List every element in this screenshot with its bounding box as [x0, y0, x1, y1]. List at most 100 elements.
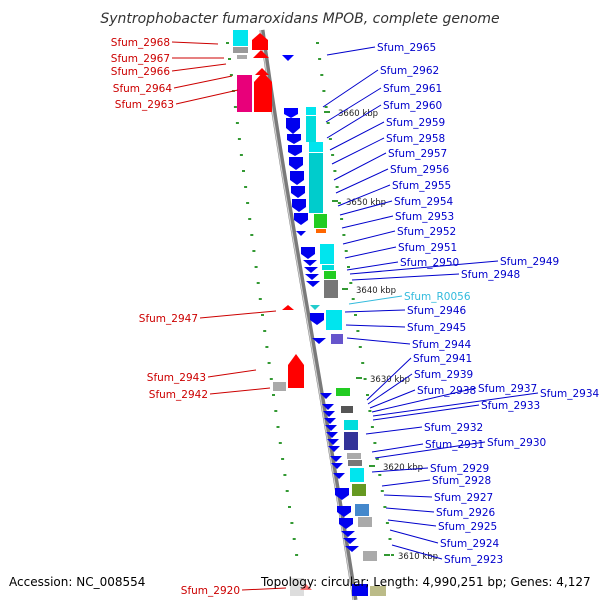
ring-tick — [351, 298, 355, 300]
gene-label: Sfum_2961 — [383, 83, 442, 95]
gene-label: Sfum_2920 — [181, 585, 240, 597]
gene-arrow — [323, 411, 335, 417]
gene-arrow — [326, 432, 338, 438]
gene-block — [336, 388, 350, 396]
gene-block — [233, 47, 248, 53]
ring-tick — [320, 74, 324, 76]
gene-arrow — [327, 439, 339, 445]
ring-tick — [252, 250, 256, 252]
gene-label: Sfum_2945 — [407, 322, 466, 334]
gene-arrow — [304, 267, 318, 273]
gene-arrow — [288, 354, 304, 388]
ring-tick — [228, 58, 231, 60]
gene-arrow — [343, 538, 357, 544]
gene-arrow — [325, 425, 337, 431]
gene-block — [370, 586, 386, 596]
ring-tick — [233, 106, 237, 108]
gene-label: Sfum_2954 — [394, 196, 454, 208]
kbp-tick — [342, 288, 348, 290]
label-callout-line — [329, 121, 385, 151]
gene-arrow — [253, 50, 269, 58]
gene-label: Sfum_2953 — [395, 211, 454, 223]
gene-label: Sfum_2948 — [461, 269, 520, 281]
gene-label: Sfum_2952 — [397, 226, 456, 238]
gene-arrow — [286, 118, 300, 134]
kbp-tick — [369, 465, 375, 467]
ring-tick — [347, 266, 350, 268]
ring-tick — [385, 522, 389, 524]
gene-arrow — [255, 68, 269, 75]
gene-arrow — [303, 260, 317, 266]
ring-tick — [388, 538, 392, 540]
gene-label: Sfum_2926 — [436, 507, 496, 519]
label-callout-line — [322, 69, 379, 108]
gene-label: Sfum_2965 — [377, 42, 436, 54]
gene-block — [324, 271, 336, 279]
gene-block — [358, 517, 372, 527]
ring-tick — [295, 554, 299, 556]
label-callout-line — [326, 104, 382, 139]
ring-tick — [380, 490, 384, 492]
gene-arrow — [322, 404, 334, 410]
label-callout-line — [171, 63, 227, 72]
gene-block — [344, 432, 358, 450]
gene-block — [344, 420, 358, 430]
label-callout-line — [241, 587, 287, 591]
ring-tick — [274, 410, 278, 412]
label-callout-line — [175, 89, 239, 105]
gene-label: Sfum_2966 — [111, 66, 171, 78]
gene-block — [350, 468, 364, 482]
map-title: Syntrophobacter fumaroxidans MPOB, compl… — [100, 11, 499, 27]
label-callout-line — [331, 137, 385, 165]
gene-label: Sfum_2933 — [481, 400, 540, 412]
gene-label: Sfum_2958 — [386, 133, 445, 145]
label-callout-line — [333, 152, 387, 181]
label-callout-line — [369, 389, 416, 409]
gene-arrow — [341, 531, 355, 537]
gene-label: Sfum_2964 — [113, 83, 173, 95]
kbp-label: 3650 kbp — [346, 198, 386, 208]
ring-tick — [373, 442, 377, 444]
gene-label: Sfum_2959 — [386, 117, 445, 129]
gene-label: Sfum_2929 — [430, 463, 489, 475]
kbp-tick — [332, 200, 338, 202]
label-callout-line — [345, 324, 406, 328]
left-labels: Sfum_2968Sfum_2967Sfum_2966Sfum_2964Sfum… — [111, 37, 287, 597]
ring-tick — [261, 314, 264, 316]
gene-label: Sfum_2955 — [392, 180, 451, 192]
label-callout-line — [346, 337, 411, 345]
gene-block — [306, 116, 316, 142]
gene-arrow — [331, 463, 343, 469]
kbp-label: 3630 kbp — [370, 375, 410, 385]
gene-block — [347, 453, 361, 459]
ring-tick — [278, 442, 282, 444]
gene-arrow — [289, 157, 303, 170]
kbp-label: 3640 kbp — [356, 286, 396, 296]
label-callout-line — [349, 260, 499, 275]
gene-label: Sfum_2928 — [432, 475, 491, 487]
gene-label: Sfum_2956 — [390, 164, 450, 176]
ring-tick — [283, 474, 287, 476]
gene-block — [237, 55, 247, 59]
ring-tick — [366, 394, 369, 396]
ring-tick — [344, 250, 348, 252]
ring-tick — [254, 266, 258, 268]
gene-arrow — [305, 274, 319, 280]
gene-block — [348, 460, 362, 466]
ring-tick — [226, 42, 229, 44]
ring-tick — [324, 106, 328, 108]
gene-arrow — [312, 338, 326, 344]
label-callout-line — [371, 443, 424, 453]
gene-block — [355, 504, 369, 516]
gene-label: Sfum_2942 — [149, 389, 208, 401]
label-callout-line — [348, 295, 403, 305]
gene-block — [273, 382, 286, 391]
gene-label: Sfum_2934 — [540, 388, 600, 400]
label-callout-line — [341, 215, 394, 229]
ring-tick — [342, 234, 346, 236]
ring-tick — [378, 474, 382, 476]
label-callout-line — [387, 519, 437, 527]
gene-block — [341, 406, 353, 413]
gene-block — [322, 265, 334, 270]
label-callout-line — [351, 273, 460, 281]
